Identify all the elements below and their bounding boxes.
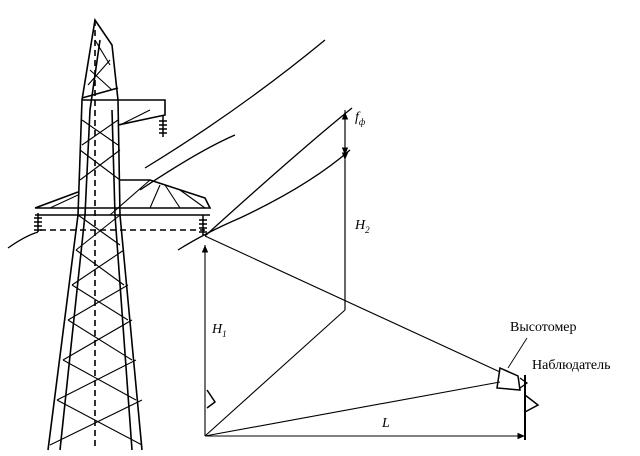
h1-label: H1	[212, 322, 227, 339]
wires	[7, 39, 353, 251]
h1-label-main: H	[212, 322, 223, 337]
insulators	[34, 115, 207, 235]
measurement-lines	[201, 110, 540, 440]
h2-label-sub: 2	[365, 224, 370, 235]
distance-label: L	[382, 416, 390, 431]
sag-label-sub: ф	[358, 116, 366, 127]
observer-label: Наблюдатель	[532, 358, 611, 373]
transmission-tower	[34, 17, 212, 451]
h2-label-main: H	[355, 218, 366, 233]
sag-label: fф	[355, 110, 365, 127]
h1-label-sub: 1	[222, 328, 227, 339]
h2-label: H2	[355, 218, 370, 235]
altimeter-label: Высотомер	[510, 320, 577, 335]
sag-label-main: f	[355, 110, 359, 125]
